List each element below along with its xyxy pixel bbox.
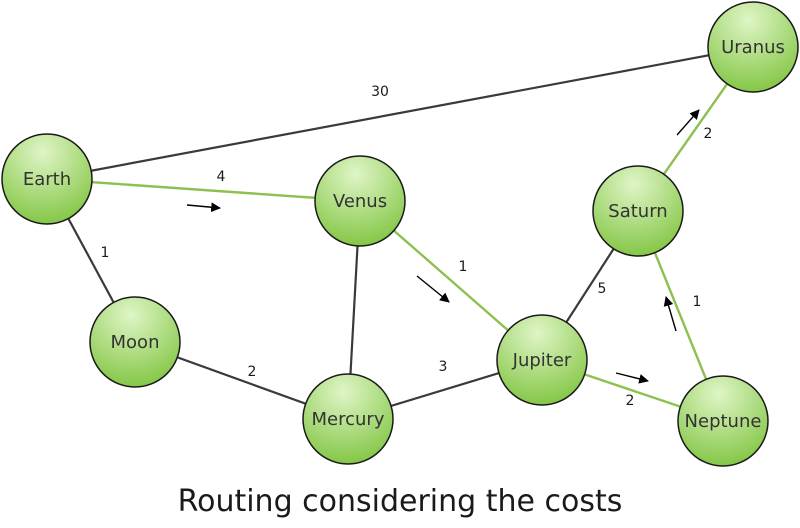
node-circle — [89, 296, 181, 388]
node-circle — [314, 155, 406, 247]
edge-labels-layer: 30 4 1 2 1 3 5 2 1 2 — [101, 84, 713, 409]
route-direction-arrow — [615, 372, 649, 384]
node-label-saturn: Saturn — [608, 201, 667, 222]
node-venus: Venus — [314, 155, 406, 247]
edge-cost-mercury-jupiter: 3 — [439, 359, 448, 375]
edge-cost-earth-moon: 1 — [101, 245, 110, 261]
node-label-mercury: Mercury — [312, 409, 385, 430]
edge-cost-earth-venus: 4 — [217, 169, 226, 185]
diagram-caption: Routing considering the costs — [177, 484, 623, 519]
edge-cost-neptune-saturn: 1 — [693, 294, 702, 310]
node-circle — [1, 133, 93, 225]
node-label-moon: Moon — [111, 332, 160, 353]
edge-cost-jupiter-saturn: 5 — [598, 281, 607, 297]
node-moon: Moon — [89, 296, 181, 388]
route-direction-arrow — [676, 109, 700, 136]
route-direction-arrow — [186, 202, 221, 213]
node-circle — [677, 375, 769, 467]
node-mercury: Mercury — [302, 373, 394, 465]
route-arrows-layer — [186, 109, 700, 384]
edge-cost-venus-jupiter: 1 — [459, 259, 468, 275]
edge-cost-moon-mercury: 2 — [248, 364, 257, 380]
node-jupiter: Jupiter — [496, 314, 588, 406]
node-uranus: Uranus — [707, 1, 799, 93]
edge-cost-saturn-uranus: 2 — [704, 126, 713, 142]
node-label-neptune: Neptune — [685, 411, 762, 432]
node-saturn: Saturn — [592, 165, 684, 257]
edge-cost-jupiter-neptune: 2 — [626, 393, 635, 409]
node-label-venus: Venus — [333, 191, 387, 212]
edge-earth-uranus — [46, 45, 754, 181]
node-circle — [707, 1, 799, 93]
route-direction-arrow — [416, 275, 450, 303]
node-circle — [496, 314, 588, 406]
edge-earth-venus — [46, 177, 361, 203]
node-label-earth: Earth — [23, 169, 71, 190]
edge-cost-earth-uranus: 30 — [371, 84, 389, 100]
node-label-jupiter: Jupiter — [512, 350, 572, 371]
route-direction-arrow — [663, 296, 677, 332]
node-label-uranus: Uranus — [721, 37, 785, 58]
node-earth: Earth — [1, 133, 93, 225]
node-circle — [592, 165, 684, 257]
node-neptune: Neptune — [677, 375, 769, 467]
node-circle — [302, 373, 394, 465]
